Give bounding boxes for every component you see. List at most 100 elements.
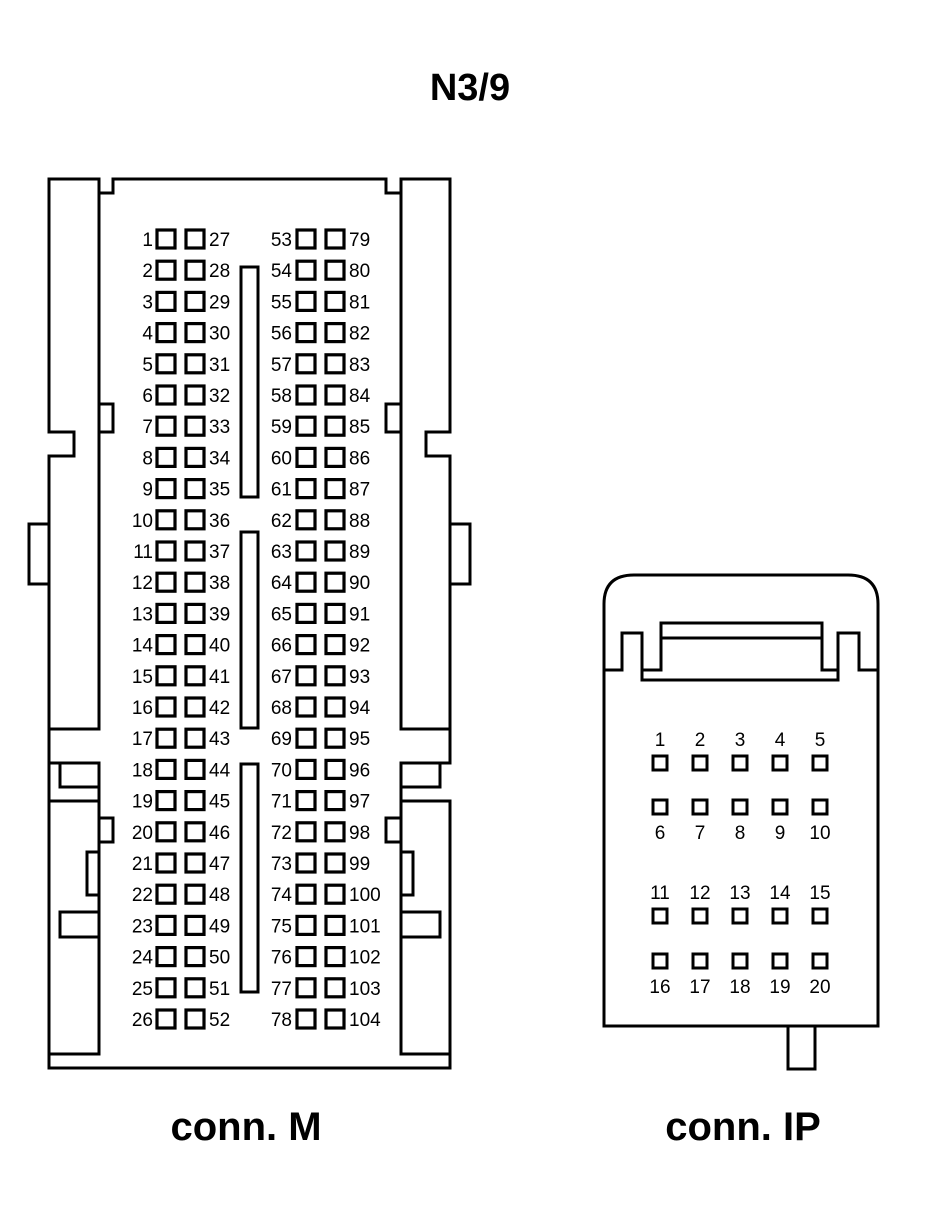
pin-number-label: 27 <box>209 230 230 251</box>
pin-cavity <box>184 571 206 593</box>
pin-cavity <box>771 798 789 816</box>
pin-number-label: 29 <box>209 292 230 313</box>
pin-cavity <box>155 571 177 593</box>
pin-number-label: 83 <box>349 355 370 376</box>
pin-cavity <box>691 754 709 772</box>
pin-cavity <box>155 758 177 781</box>
pin-number-label: 40 <box>209 636 230 657</box>
pin-number-label: 66 <box>271 636 292 657</box>
pin-cavity <box>811 754 829 772</box>
pin-number-label: 41 <box>209 667 230 688</box>
pin-number-label: 72 <box>271 823 292 844</box>
pin-number-label: 86 <box>349 448 370 469</box>
pin-cavity <box>184 540 206 562</box>
pin-number-label: 91 <box>349 604 370 625</box>
pin-number-label: 82 <box>349 324 370 345</box>
pin-number-label: 15 <box>809 883 830 904</box>
pin-number-label: 38 <box>209 573 230 594</box>
pin-cavity <box>811 952 829 970</box>
pin-cavity <box>184 384 206 406</box>
pin-number-label: 93 <box>349 667 370 688</box>
pin-number-label: 16 <box>649 977 670 998</box>
pin-cavity <box>324 758 346 781</box>
pin-cavity <box>295 696 317 718</box>
pin-number-label: 53 <box>271 230 292 251</box>
pin-cavity <box>324 977 346 999</box>
pin-cavity <box>295 665 317 687</box>
pin-cavity <box>295 883 317 905</box>
pin-number-label: 15 <box>132 667 153 688</box>
pin-number-label: 77 <box>271 979 292 1000</box>
pin-cavity <box>295 727 317 749</box>
pin-number-label: 18 <box>729 977 750 998</box>
pin-number-label: 76 <box>271 948 292 969</box>
pin-cavity <box>295 945 317 968</box>
pin-cavity <box>295 571 317 593</box>
pin-cavity <box>295 415 317 437</box>
pin-cavity <box>295 977 317 999</box>
pin-number-label: 43 <box>209 729 230 750</box>
pin-number-label: 85 <box>349 417 370 438</box>
pin-cavity <box>184 977 206 999</box>
pin-number-label: 28 <box>209 261 230 282</box>
pin-cavity <box>184 852 206 874</box>
pin-cavity <box>691 907 709 925</box>
pin-number-label: 65 <box>271 604 292 625</box>
pin-cavity <box>651 798 669 816</box>
pin-number-label: 56 <box>271 324 292 345</box>
pin-number-label: 70 <box>271 760 292 781</box>
pin-number-label: 17 <box>689 977 710 998</box>
pin-cavity <box>295 509 317 531</box>
pin-cavity <box>295 633 317 656</box>
pin-number-label: 92 <box>349 636 370 657</box>
pin-number-label: 14 <box>769 883 791 904</box>
pin-cavity <box>184 478 206 500</box>
pin-cavity <box>295 821 317 843</box>
pin-cavity <box>295 1008 317 1030</box>
pin-number-label: 103 <box>349 979 381 1000</box>
pin-number-label: 17 <box>132 729 153 750</box>
pin-number-label: 59 <box>271 417 292 438</box>
pin-cavity <box>771 907 789 925</box>
pin-number-label: 9 <box>775 823 786 844</box>
connector-m-pin-row: 7 33 59 85 <box>142 415 370 438</box>
pin-cavity <box>184 789 206 812</box>
pin-cavity <box>155 852 177 874</box>
pin-number-label: 12 <box>689 883 710 904</box>
pin-number-label: 7 <box>142 417 153 438</box>
pin-number-label: 61 <box>271 480 292 501</box>
pin-number-label: 33 <box>209 417 230 438</box>
connector-ip-housing <box>602 573 880 1071</box>
pin-cavity <box>731 754 749 772</box>
pin-cavity <box>324 446 346 468</box>
pin-cavity <box>324 789 346 812</box>
pin-number-label: 96 <box>349 760 370 781</box>
pin-cavity <box>324 665 346 687</box>
pin-cavity <box>324 540 346 562</box>
pin-number-label: 99 <box>349 854 370 875</box>
pin-number-label: 64 <box>271 573 293 594</box>
pin-number-label: 78 <box>271 1010 292 1031</box>
pin-number-label: 101 <box>349 916 381 937</box>
pin-cavity <box>155 415 177 437</box>
pin-cavity <box>295 540 317 562</box>
pin-number-label: 1 <box>655 730 666 751</box>
pin-number-label: 2 <box>695 730 706 751</box>
pin-number-label: 13 <box>729 883 750 904</box>
pin-cavity <box>295 914 317 937</box>
pin-cavity <box>155 290 177 312</box>
pin-number-label: 23 <box>132 916 153 937</box>
pin-cavity <box>731 798 749 816</box>
pin-number-label: 11 <box>133 542 153 563</box>
